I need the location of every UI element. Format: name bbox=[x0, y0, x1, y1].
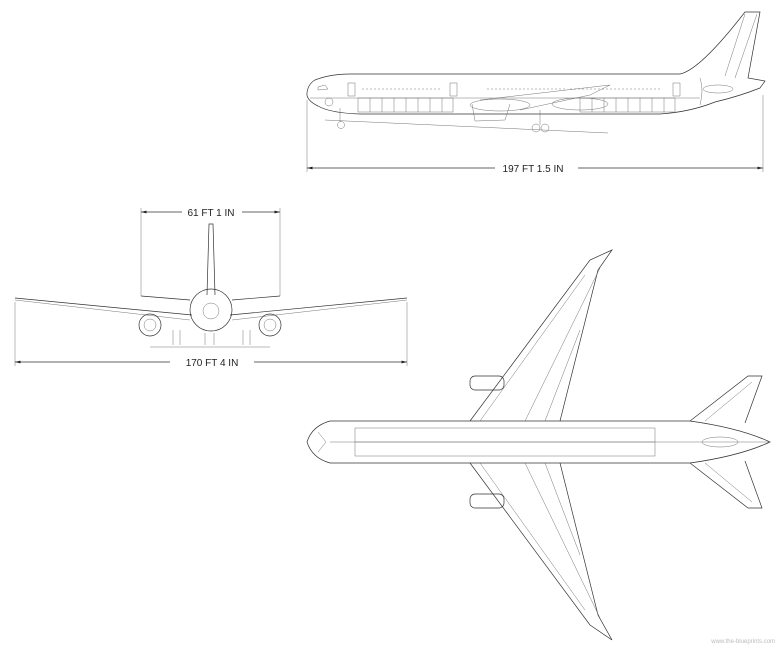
watermark: www.the-blueprints.com bbox=[710, 639, 775, 645]
side-view bbox=[306, 11, 766, 134]
height-dimension: 61 FT 1 IN bbox=[140, 208, 281, 296]
wingspan-dimension: 170 FT 4 IN bbox=[14, 302, 408, 369]
length-label: 197 FT 1.5 IN bbox=[503, 164, 564, 175]
length-dimension: 197 FT 1.5 IN bbox=[306, 95, 764, 175]
front-view bbox=[14, 223, 408, 348]
height-label: 61 FT 1 IN bbox=[187, 208, 234, 219]
cargo-doors bbox=[357, 97, 676, 113]
top-view bbox=[306, 249, 771, 641]
wingspan-label: 170 FT 4 IN bbox=[186, 358, 239, 369]
